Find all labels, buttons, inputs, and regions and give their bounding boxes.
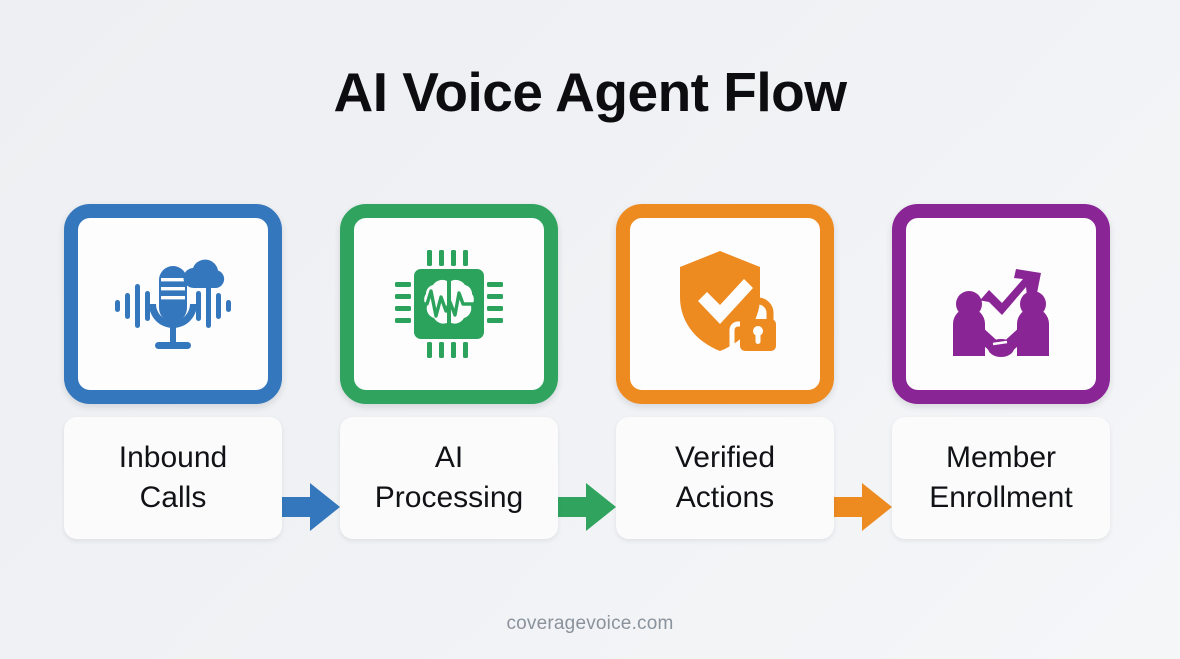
- label-text-member-enrollment: Member Enrollment: [929, 441, 1073, 514]
- label-card-inbound-calls[interactable]: Inbound Calls: [64, 417, 282, 539]
- flow-step-ai-processing[interactable]: [340, 204, 558, 404]
- label-text-inbound-calls: Inbound Calls: [118, 441, 228, 514]
- label-text-ai-processing: AI Processing: [374, 441, 524, 514]
- icon-card-ai-processing[interactable]: [340, 204, 558, 404]
- label-card-verified-actions[interactable]: Verified Actions: [616, 417, 834, 539]
- cpu-brain-icon: [393, 248, 505, 360]
- icon-card-member-enrollment[interactable]: [892, 204, 1110, 404]
- flow-step-member-enrollment[interactable]: [892, 204, 1110, 404]
- arrow-ai-to-verified: [552, 481, 616, 533]
- arrow-inbound-to-ai: [276, 481, 340, 533]
- handshake-growth-icon: [941, 248, 1061, 360]
- footer-website: coveragevoice.com: [506, 613, 674, 634]
- page-title: AI Voice Agent Flow: [333, 61, 847, 123]
- flow-step-verified-actions[interactable]: [616, 204, 834, 404]
- icon-card-inbound-calls[interactable]: [64, 204, 282, 404]
- label-text-verified-actions: Verified Actions: [674, 441, 776, 514]
- arrow-verified-to-member: [828, 481, 892, 533]
- icon-card-verified-actions[interactable]: [616, 204, 834, 404]
- microphone-cloud-icon: [109, 246, 237, 362]
- shield-check-lock-icon: [666, 245, 784, 363]
- label-card-ai-processing[interactable]: AI Processing: [340, 417, 558, 539]
- flow-diagram: [0, 204, 1180, 531]
- flow-step-inbound-calls[interactable]: [64, 204, 282, 404]
- flow-label-row: Inbound Calls AI Processing Verified Act…: [0, 417, 1180, 539]
- label-card-member-enrollment[interactable]: Member Enrollment: [892, 417, 1110, 539]
